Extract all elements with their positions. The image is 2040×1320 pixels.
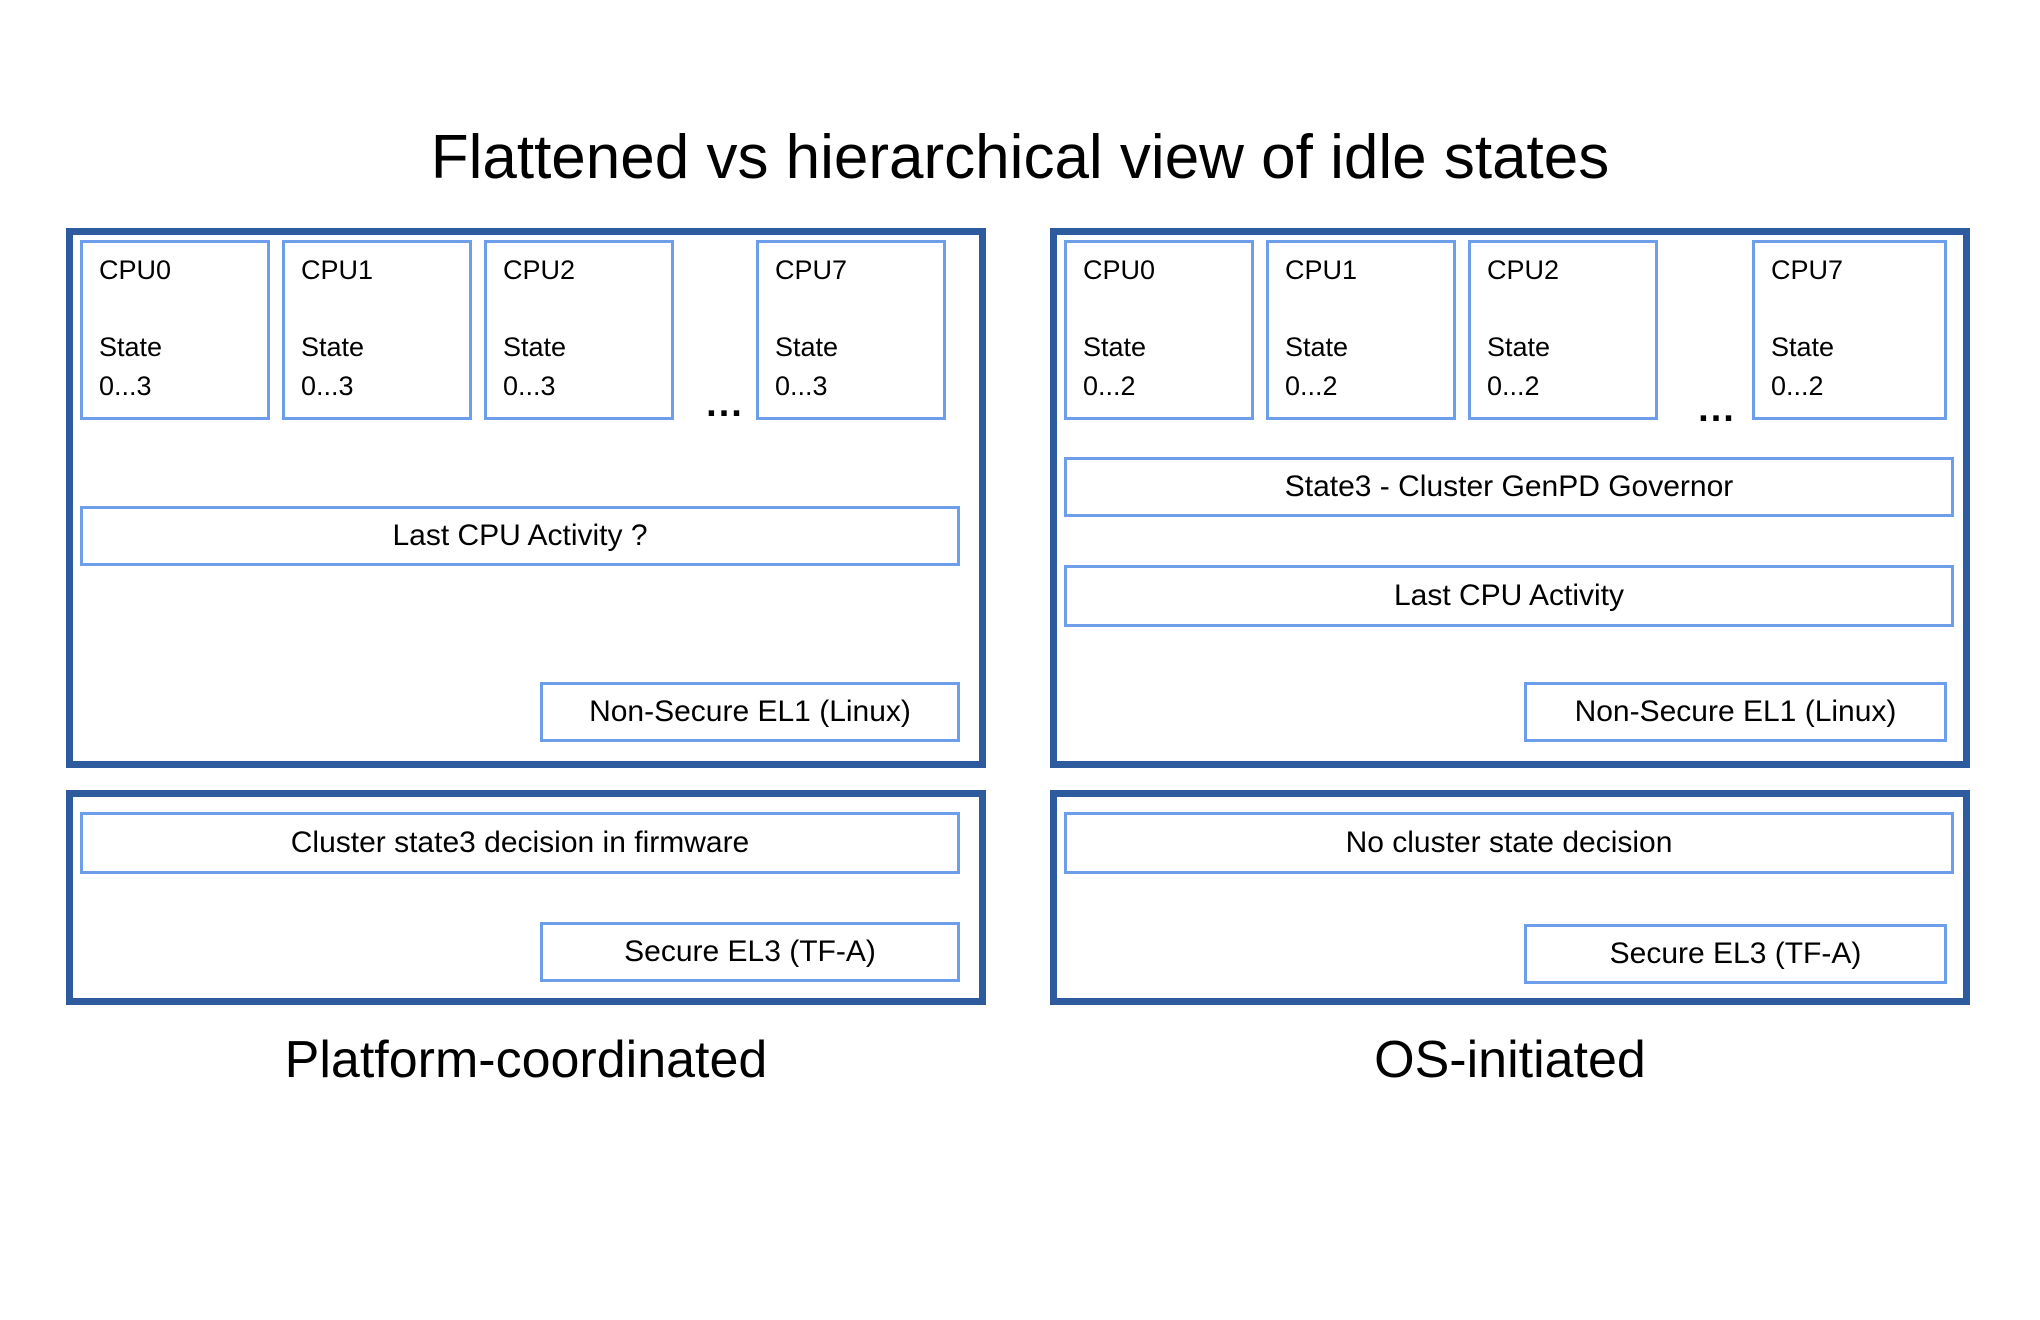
cpu-state-label: State [1771, 332, 1835, 363]
cpu-state: State 0...3 [99, 328, 162, 405]
non-secure-el1-box: Non-Secure EL1 (Linux) [540, 682, 960, 742]
os-secure-panel: No cluster state decision Secure EL3 (TF… [1050, 790, 1970, 1005]
platform-nonsecure-panel: CPU0 State 0...3 CPU1 State 0...3 CPU2 Sta… [66, 228, 986, 768]
cpu-box: CPU2 State 0...3 [484, 240, 674, 420]
non-secure-el1-box: Non-Secure EL1 (Linux) [1524, 682, 1947, 742]
os-initiated-caption: OS-initiated [1374, 1031, 1646, 1089]
cpu-state-range: 0...2 [1771, 370, 1824, 401]
cpu-state: State 0...3 [503, 328, 566, 405]
slide-title: Flattened vs hierarchical view of idle s… [430, 123, 1610, 192]
cpu-box: CPU0 State 0...3 [80, 240, 270, 420]
cpu-state: State 0...2 [1083, 328, 1146, 405]
cpu-label: CPU7 [775, 255, 848, 285]
cpu-label: CPU1 [301, 255, 374, 285]
cpu-state-label: State [1487, 332, 1551, 363]
cpu-state-label: State [301, 332, 365, 363]
cpu-state-range: 0...3 [99, 370, 152, 401]
cpu-state-range: 0...2 [1487, 370, 1540, 401]
cpu-box: CPU1 State 0...2 [1266, 240, 1456, 420]
cpu-label: CPU2 [503, 255, 576, 285]
cluster-decision-box: Cluster state3 decision in firmware [80, 812, 960, 874]
cpu-state: State 0...2 [1285, 328, 1348, 405]
cpu-box: CPU2 State 0...2 [1468, 240, 1658, 420]
cpu-label: CPU2 [1487, 255, 1560, 285]
cpu-state-label: State [99, 332, 163, 363]
cpu-state-label: State [503, 332, 567, 363]
cluster-governor-box: State3 - Cluster GenPD Governor [1064, 457, 1954, 517]
cpu-state-label: State [1285, 332, 1349, 363]
cpu-state-range: 0...3 [301, 370, 354, 401]
cpu-state-range: 0...3 [503, 370, 556, 401]
cpu-state: State 0...2 [1771, 328, 1834, 405]
secure-el3-box: Secure EL3 (TF-A) [540, 922, 960, 982]
cpu-label: CPU0 [1083, 255, 1156, 285]
last-cpu-activity-box: Last CPU Activity [1064, 565, 1954, 627]
cpu-state-label: State [775, 332, 839, 363]
cpu-state-range: 0...2 [1083, 370, 1136, 401]
ellipsis: ... [706, 383, 744, 425]
cpu-label: CPU1 [1285, 255, 1358, 285]
cpu-state-range: 0...3 [775, 370, 828, 401]
platform-secure-panel: Cluster state3 decision in firmware Secu… [66, 790, 986, 1005]
cpu-state: State 0...3 [301, 328, 364, 405]
cpu-box: CPU7 State 0...2 [1752, 240, 1947, 420]
cpu-label: CPU7 [1771, 255, 1844, 285]
cpu-state: State 0...3 [775, 328, 838, 405]
cpu-state-label: State [1083, 332, 1147, 363]
cpu-label: CPU0 [99, 255, 172, 285]
secure-el3-box: Secure EL3 (TF-A) [1524, 924, 1947, 984]
cpu-state-range: 0...2 [1285, 370, 1338, 401]
cpu-state: State 0...2 [1487, 328, 1550, 405]
os-nonsecure-panel: CPU0 State 0...2 CPU1 State 0...2 CPU2 Sta… [1050, 228, 1970, 768]
no-cluster-decision-box: No cluster state decision [1064, 812, 1954, 874]
cpu-box: CPU1 State 0...3 [282, 240, 472, 420]
platform-coordinated-caption: Platform-coordinated [284, 1031, 768, 1089]
ellipsis: ... [1698, 388, 1736, 430]
cpu-box: CPU0 State 0...2 [1064, 240, 1254, 420]
last-cpu-activity-box: Last CPU Activity ? [80, 506, 960, 566]
cpu-box: CPU7 State 0...3 [756, 240, 946, 420]
